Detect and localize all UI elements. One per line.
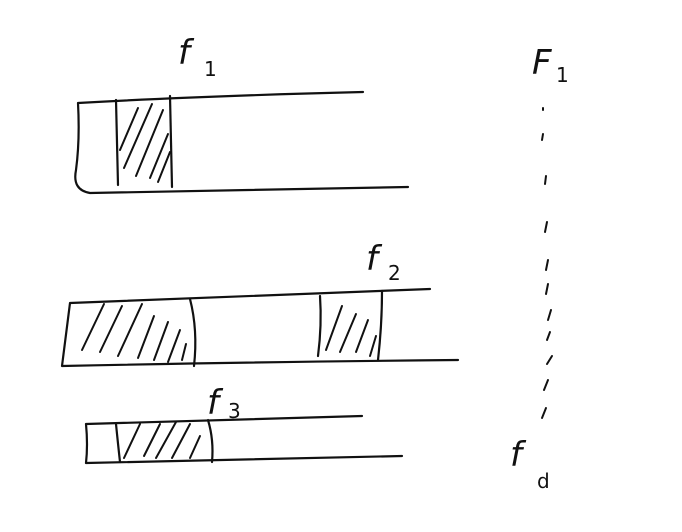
label-f2: f [366,239,383,279]
label-fd-subscript: d [537,469,550,493]
label-f2-subscript: 2 [388,261,401,285]
dashed-ellipsis-line [541,107,553,419]
label-fd: f [510,435,527,475]
bar-f3-highlight-right-edge [206,418,214,464]
feature-column: F 1 f d [510,43,569,493]
label-f1: f [178,33,195,73]
bar-f3-hatching [123,421,201,459]
label-f3-subscript: 3 [228,399,241,423]
label-f3: f [207,383,224,423]
bar-f2: f 2 [60,239,460,368]
bar-f2-highlight-a-edge [188,297,197,368]
label-f1-subscript: 1 [204,57,217,81]
bar-f2-outline [60,287,460,368]
bar-f3-outline [84,414,404,465]
bar-f1-highlight-left-edge [114,98,120,187]
bar-f1-outline [74,90,410,195]
bar-f1-hatching [119,103,171,183]
bar-f1-highlight-right-edge [168,94,174,189]
label-F1: F [532,43,552,83]
label-F1-subscript: 1 [556,63,569,87]
bar-f2-highlight-b-right [376,289,384,362]
bar-f1: f 1 [74,33,410,195]
bar-f2-hatching-a [81,303,187,363]
bar-f2-hatching-b [325,305,377,357]
bar-f2-highlight-b-left [316,294,322,358]
bar-f3: f 3 [84,383,404,465]
bar-f3-highlight-left-edge [114,422,122,464]
